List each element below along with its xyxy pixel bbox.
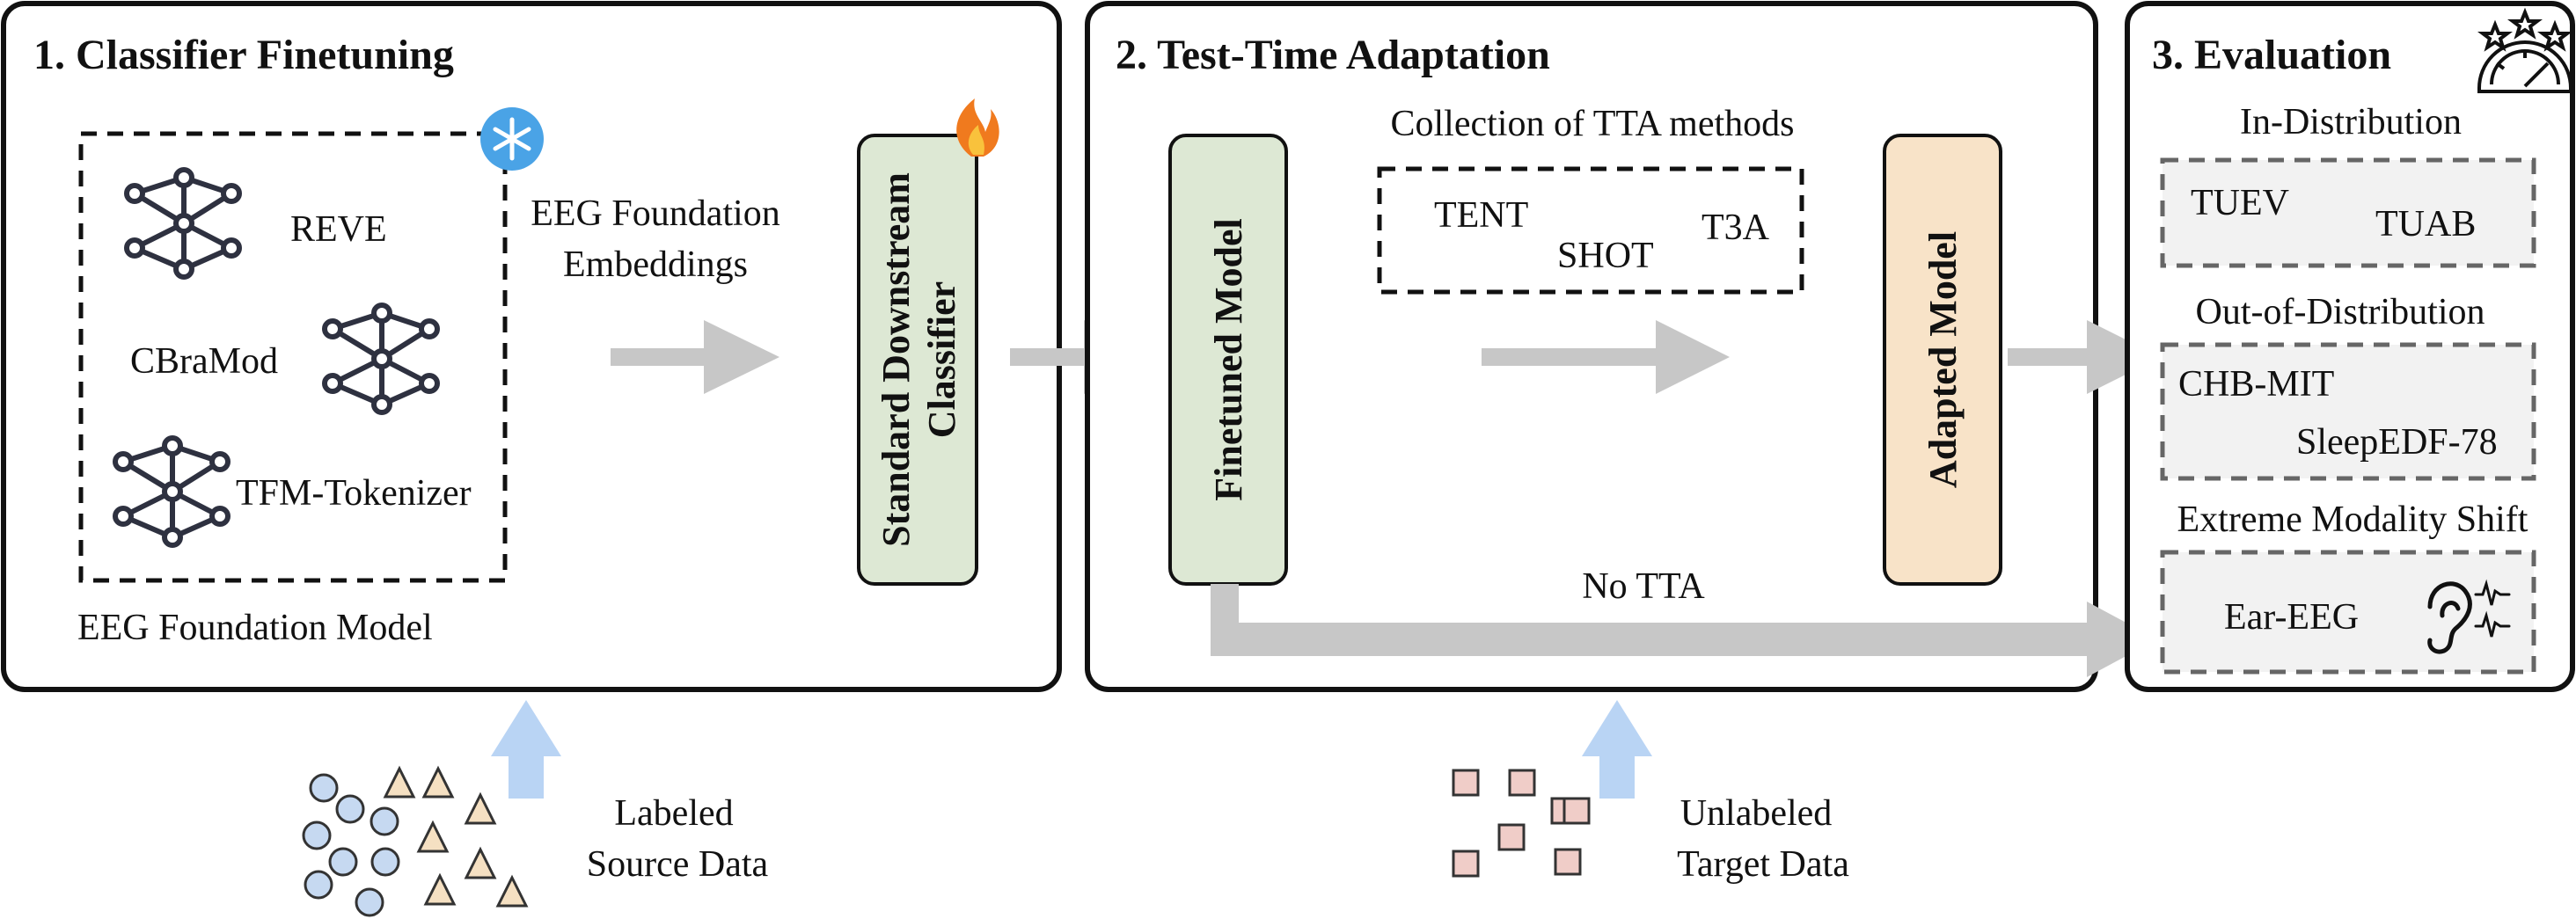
tta-methods-box [1377, 166, 1804, 295]
tta-method-tent: TENT [1434, 195, 1528, 236]
in-distribution-label: In-Distribution [2240, 102, 2462, 142]
no-tta-label: No TTA [1582, 566, 1705, 607]
standard-downstream-classifier [857, 134, 978, 586]
dataset-tuev: TUEV [2191, 183, 2289, 223]
arrow-to-classifier [611, 320, 779, 394]
embeddings-label-line2: Embeddings [563, 244, 748, 285]
extreme-modality-shift-box [2160, 550, 2536, 675]
source-data-arrow [491, 700, 561, 799]
gauge-stars-icon [2477, 7, 2572, 93]
model-label-cbramod: CBraMod [130, 341, 278, 382]
dataset-chb-mit: CHB-MIT [2178, 364, 2334, 405]
foundation-model-group [78, 131, 508, 583]
arrow-panel2-to-evaluation [2008, 320, 2161, 394]
tta-collection-label: Collection of TTA methods [1391, 104, 1795, 144]
tta-method-shot: SHOT [1557, 236, 1654, 276]
ear-icon [2427, 579, 2511, 654]
tta-method-t3a: T3A [1701, 208, 1770, 248]
out-of-distribution-box [2160, 342, 2536, 481]
arrow-to-adapted-model [1482, 320, 1730, 394]
embeddings-label-line1: EEG Foundation [531, 193, 779, 234]
dataset-ear-eeg: Ear-EEG [2224, 597, 2359, 638]
panel-2-title: 2. Test-Time Adaptation [1116, 32, 1550, 78]
target-data-label-line2: Target Data [1677, 844, 1849, 885]
in-distribution-box [2160, 157, 2536, 268]
target-data-label-line1: Unlabeled [1680, 793, 1833, 834]
fire-icon [956, 98, 999, 157]
target-data-arrow [1582, 700, 1652, 799]
classifier-label-line2: Classifier [920, 281, 963, 438]
adapted-model-box [1883, 134, 2002, 586]
no-tta-arrow [1211, 584, 2157, 677]
out-of-distribution-label: Out-of-Distribution [2196, 292, 2485, 332]
panel-1-title: 1. Classifier Finetuning [33, 32, 454, 78]
adapted-model-label: Adapted Model [1921, 231, 1965, 488]
target-data-shapes [1452, 769, 1591, 878]
extreme-modality-shift-label: Extreme Modality Shift [2177, 500, 2528, 540]
foundation-model-label: EEG Foundation Model [77, 608, 433, 648]
panel-3-title: 3. Evaluation [2152, 32, 2391, 78]
source-data-label-line1: Labeled [614, 793, 733, 834]
panel-classifier-finetuning [1, 1, 1062, 692]
source-data-label-line2: Source Data [587, 844, 769, 885]
snowflake-icon [480, 107, 544, 171]
model-label-reve: REVE [290, 209, 387, 250]
classifier-label-line1: Standard Downstream [875, 172, 918, 547]
source-data-shapes [302, 765, 529, 917]
model-label-tfm-tokenizer: TFM-Tokenizer [236, 473, 472, 514]
finetuned-model-label: Finetuned Model [1207, 218, 1250, 500]
dataset-sleepedf-78: SleepEDF-78 [2296, 422, 2498, 463]
dataset-tuab: TUAB [2375, 204, 2476, 244]
